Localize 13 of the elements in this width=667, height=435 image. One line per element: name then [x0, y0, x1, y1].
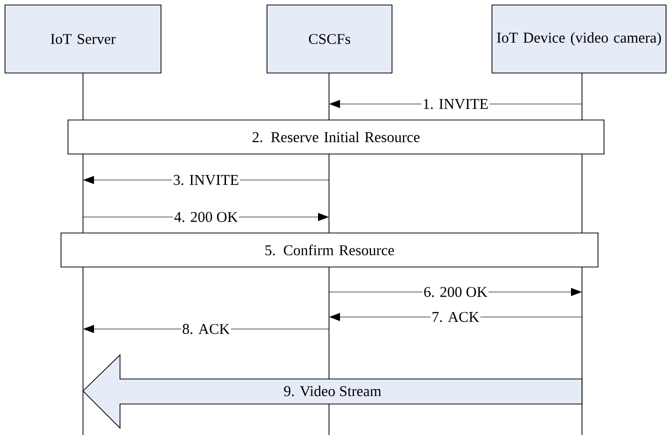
edge-label: 7. ACK [430, 310, 480, 324]
edge-label: 3. INVITE [172, 174, 240, 186]
edge-label: 8. ACK [181, 322, 231, 336]
edge-label: 9. Video Stream [282, 384, 382, 398]
edge-label: 1. INVITE [422, 98, 490, 110]
process-band: 5. Confirm Resource [60, 232, 598, 268]
edge-label: 6. 200 OK [422, 286, 488, 298]
participant-box: IoT Server [4, 4, 162, 74]
block-arrow [82, 354, 582, 429]
participant-box: IoT Device (video camera) [492, 4, 666, 74]
process-band: 2. Reserve Initial Resource [68, 120, 604, 154]
participant-box: CSCFs [266, 4, 392, 74]
edge-label: 4. 200 OK [173, 210, 239, 224]
